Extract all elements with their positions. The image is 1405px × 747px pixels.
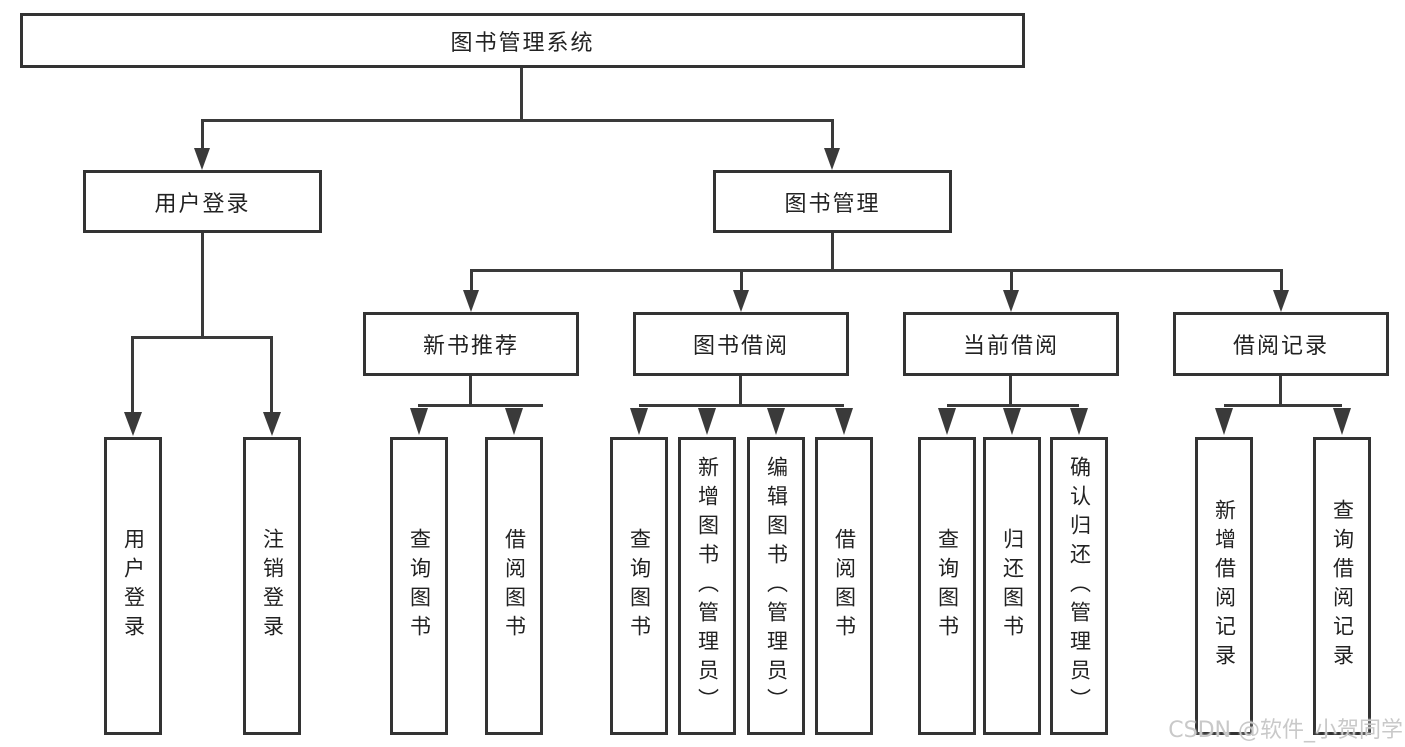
connector-drop-leaf-logout xyxy=(270,336,273,412)
node-root-label: 图书管理系统 xyxy=(450,30,595,56)
leaf-logout-label: 注销登录 xyxy=(260,528,285,644)
connector-g1-stem xyxy=(469,376,472,406)
node-user-login-label: 用户登录 xyxy=(154,191,251,217)
arrow-g3-1 xyxy=(938,408,956,435)
leaf-query-books-current-label: 查询图书 xyxy=(935,528,960,644)
leaf-borrow-books: 借阅图书 xyxy=(815,437,873,735)
node-current-borrow: 当前借阅 xyxy=(903,312,1119,376)
connector-drop-book-borrow xyxy=(740,269,743,292)
arrow-g2-3 xyxy=(767,408,785,435)
leaf-add-borrow-record-label: 新增借阅记录 xyxy=(1212,499,1237,673)
connector-book-mgmt-stem xyxy=(831,233,834,272)
leaf-query-books-borrow: 查询图书 xyxy=(610,437,668,735)
leaf-add-books-admin-label: 新增图书（管理员） xyxy=(695,455,720,717)
arrow-into-current-borrow xyxy=(1003,290,1019,312)
node-root: 图书管理系统 xyxy=(20,13,1025,68)
leaf-query-borrow-record: 查询借阅记录 xyxy=(1313,437,1371,735)
connector-g4-stem xyxy=(1279,376,1282,406)
leaf-logout: 注销登录 xyxy=(243,437,301,735)
arrow-into-user-login xyxy=(194,148,210,170)
connector-drop-borrow-records xyxy=(1280,269,1283,292)
node-book-borrow: 图书借阅 xyxy=(633,312,849,376)
connector-drop-book-mgmt xyxy=(831,119,834,150)
arrow-into-book-mgmt xyxy=(824,148,840,170)
leaf-add-books-admin: 新增图书（管理员） xyxy=(678,437,736,735)
connector-g2-bar xyxy=(639,404,844,407)
leaf-query-books-recommend: 查询图书 xyxy=(390,437,448,735)
leaf-borrow-books-recommend: 借阅图书 xyxy=(485,437,543,735)
arrow-g2-1 xyxy=(630,408,648,435)
node-borrow-records: 借阅记录 xyxy=(1173,312,1389,376)
leaf-query-books-current: 查询图书 xyxy=(918,437,976,735)
connector-drop-current-borrow xyxy=(1010,269,1013,292)
connector-user-login-bar xyxy=(131,336,273,339)
node-book-borrow-label: 图书借阅 xyxy=(692,334,789,359)
arrow-g1-2 xyxy=(505,408,523,435)
arrow-into-leaf-logout xyxy=(263,412,281,436)
leaf-edit-books-admin: 编辑图书（管理员） xyxy=(747,437,805,735)
leaf-confirm-return-admin: 确认归还（管理员） xyxy=(1050,437,1108,735)
node-book-management-label: 图书管理 xyxy=(784,191,881,217)
arrow-g3-2 xyxy=(1003,408,1021,435)
connector-g3-bar xyxy=(947,404,1079,407)
connector-level2-bar xyxy=(201,119,833,122)
leaf-user-login-label: 用户登录 xyxy=(121,528,146,644)
leaf-borrow-books-recommend-label: 借阅图书 xyxy=(502,528,527,644)
arrow-into-borrow-records xyxy=(1273,290,1289,312)
connector-drop-new-book xyxy=(470,269,473,292)
connector-root-stem xyxy=(520,68,523,121)
arrow-g2-2 xyxy=(698,408,716,435)
arrow-g3-3 xyxy=(1070,408,1088,435)
connector-g3-stem xyxy=(1009,376,1012,406)
leaf-query-borrow-record-label: 查询借阅记录 xyxy=(1330,499,1355,673)
leaf-query-books-borrow-label: 查询图书 xyxy=(627,528,652,644)
leaf-query-books-recommend-label: 查询图书 xyxy=(407,528,432,644)
csdn-watermark: CSDN @软件_小贺同学 xyxy=(1168,718,1403,743)
arrow-into-book-borrow xyxy=(733,290,749,312)
connector-g1-bar xyxy=(418,404,543,407)
arrow-g1-1 xyxy=(410,408,428,435)
node-book-management: 图书管理 xyxy=(713,170,952,233)
arrow-g4-2 xyxy=(1333,408,1351,435)
connector-level3-bar xyxy=(470,269,1282,272)
connector-g2-stem xyxy=(739,376,742,406)
arrow-into-new-book xyxy=(463,290,479,312)
connector-g4-bar xyxy=(1224,404,1342,407)
leaf-user-login: 用户登录 xyxy=(104,437,162,735)
arrow-g4-1 xyxy=(1215,408,1233,435)
node-new-book-recommend: 新书推荐 xyxy=(363,312,579,376)
leaf-return-books: 归还图书 xyxy=(983,437,1041,735)
arrow-g2-4 xyxy=(835,408,853,435)
leaf-edit-books-admin-label: 编辑图书（管理员） xyxy=(764,455,789,717)
leaf-add-borrow-record: 新增借阅记录 xyxy=(1195,437,1253,735)
leaf-borrow-books-label: 借阅图书 xyxy=(832,528,857,644)
connector-user-login-stem xyxy=(201,233,204,339)
arrow-into-leaf-login xyxy=(124,412,142,436)
leaf-return-books-label: 归还图书 xyxy=(1000,528,1025,644)
connector-drop-user-login xyxy=(201,119,204,150)
node-current-borrow-label: 当前借阅 xyxy=(962,334,1059,359)
node-new-book-recommend-label: 新书推荐 xyxy=(422,334,519,359)
node-user-login: 用户登录 xyxy=(83,170,322,233)
leaf-confirm-return-admin-label: 确认归还（管理员） xyxy=(1067,455,1092,717)
connector-drop-leaf-login xyxy=(131,336,134,412)
node-borrow-records-label: 借阅记录 xyxy=(1232,334,1329,359)
